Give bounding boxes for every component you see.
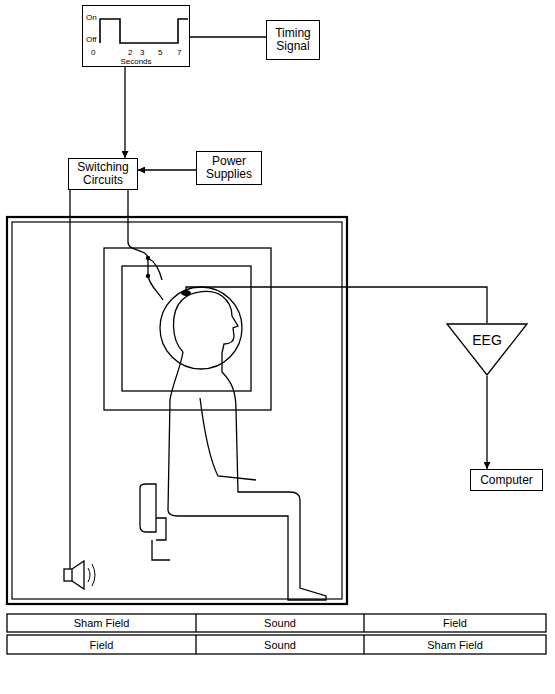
node-label: Computer <box>480 474 533 487</box>
head-coil <box>160 287 242 369</box>
electrode <box>181 290 191 296</box>
arm <box>200 398 256 480</box>
coil-outer <box>104 248 271 410</box>
table-row <box>7 635 546 654</box>
process-box: Power Supplies <box>196 151 262 185</box>
head <box>173 291 238 353</box>
speaker-body <box>64 569 72 581</box>
tick-number: 0 <box>91 48 95 57</box>
table-cell: Sham Field <box>7 614 196 632</box>
waveform <box>100 19 188 43</box>
node-text-group: Timing Signal <box>270 27 316 53</box>
coil-inner <box>122 266 251 391</box>
table-cell: Field <box>364 614 546 632</box>
table-cell: Field <box>7 635 196 654</box>
wire-junction <box>146 274 150 278</box>
process-box: Switching Circuits <box>68 158 138 190</box>
process-box: Timing Signal <box>266 20 320 60</box>
speaker-cone <box>72 561 84 589</box>
node-text-group: Computer <box>480 474 533 487</box>
table-cell: Sound <box>196 614 364 632</box>
triangle-shape <box>447 324 527 375</box>
sound-waves <box>88 564 95 586</box>
table-row <box>7 614 546 632</box>
eeg-wire <box>186 287 487 323</box>
process-box: Computer <box>470 469 543 491</box>
tick-number: 3 <box>140 48 144 57</box>
booth-outer <box>7 217 347 604</box>
table-cell: Sound <box>196 635 364 654</box>
tick-number: 7 <box>177 48 181 57</box>
connector <box>138 169 196 170</box>
connector <box>486 376 487 469</box>
connector <box>190 36 266 37</box>
booth-inner <box>12 222 342 599</box>
speaker-wire <box>69 190 70 569</box>
table-cell: Sham Field <box>364 635 546 654</box>
axis-label: On <box>86 13 97 22</box>
triangle-outline <box>446 323 528 376</box>
coil-wire <box>128 190 163 300</box>
node-text-group: EEG <box>472 332 502 348</box>
node-label: Power Supplies <box>200 155 258 181</box>
node-label: EEG <box>472 332 502 348</box>
coil-wire-2 <box>148 258 162 280</box>
tick-number: 2 <box>128 48 132 57</box>
timing-graph: OnOff 0 23 5 7Seconds <box>82 5 190 67</box>
chair-back <box>140 484 156 532</box>
table-grid <box>196 614 364 654</box>
wire-junction <box>146 256 150 260</box>
axis-label: Off <box>86 35 97 44</box>
tick-number: 5 <box>158 48 162 57</box>
node-text-group: Power Supplies <box>200 155 258 181</box>
node-label: Switching Circuits <box>72 161 134 187</box>
node-text-group: Switching Circuits <box>72 161 134 187</box>
chair-post <box>152 540 170 560</box>
amplifier-triangle: EEG <box>446 323 528 376</box>
chair-seat <box>156 518 166 540</box>
body <box>168 352 326 600</box>
node-label: Timing Signal <box>270 27 316 53</box>
axis-title: Seconds <box>83 57 189 66</box>
connector <box>124 67 125 158</box>
